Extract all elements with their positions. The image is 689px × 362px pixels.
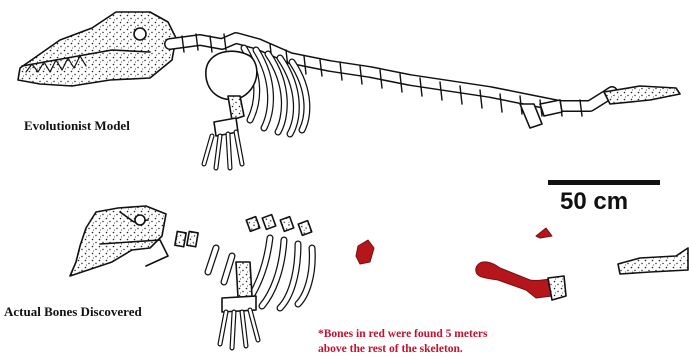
actual-bones-label: Actual Bones Discovered — [4, 304, 142, 320]
scale-label: 50 cm — [560, 188, 628, 216]
evolutionist-model-label: Evolutionist Model — [24, 118, 130, 134]
actual-knee-bone — [548, 276, 566, 300]
red-bone-femur — [476, 262, 552, 298]
red-bone-fragment-small — [356, 240, 374, 264]
scale-bar — [548, 180, 660, 185]
model-scapula — [206, 51, 257, 99]
note-line-2: above the rest of the skeleton. — [318, 342, 658, 357]
model-hindlimb — [520, 100, 562, 128]
red-bone-fragment-tiny — [536, 228, 552, 238]
actual-skull — [70, 206, 168, 276]
model-skeleton — [18, 12, 680, 168]
actual-vertebrae — [175, 215, 312, 247]
actual-tail-fluke — [618, 248, 688, 274]
note-line-1: *Bones in red were found 5 meters — [318, 327, 658, 342]
model-skull — [18, 12, 176, 86]
red-bones — [356, 228, 552, 298]
red-bones-note: *Bones in red were found 5 meters above … — [318, 327, 658, 357]
model-forelimb — [204, 96, 244, 168]
